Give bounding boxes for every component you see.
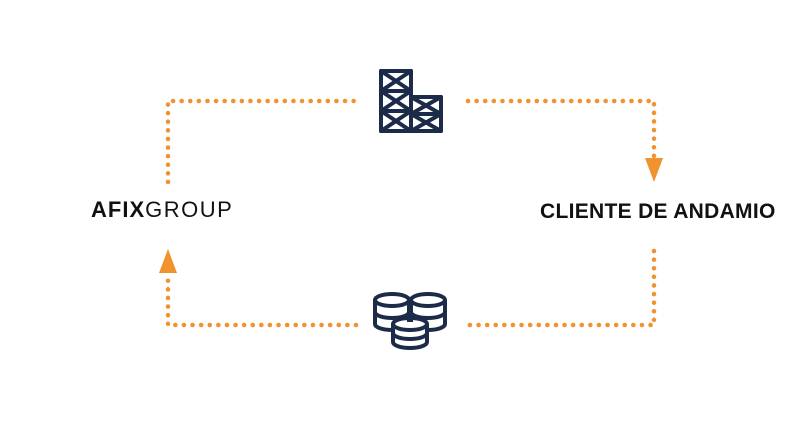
node-afixgroup-bold: AFIX xyxy=(91,197,146,222)
scaffold-icon xyxy=(379,69,443,133)
coin-stack-icon xyxy=(373,292,447,350)
connector-bottom-right xyxy=(463,248,657,328)
connector-bottom-left xyxy=(165,270,359,328)
node-afixgroup-light: GROUP xyxy=(145,197,234,222)
node-cliente-de-andamio: CLIENTE DE ANDAMIO xyxy=(540,200,776,223)
arrow-up-head xyxy=(159,249,177,273)
connector-top-right xyxy=(465,98,657,160)
connector-top-left xyxy=(165,98,359,185)
node-afixgroup: AFIXGROUP xyxy=(91,199,233,221)
arrow-down-head xyxy=(645,158,663,182)
